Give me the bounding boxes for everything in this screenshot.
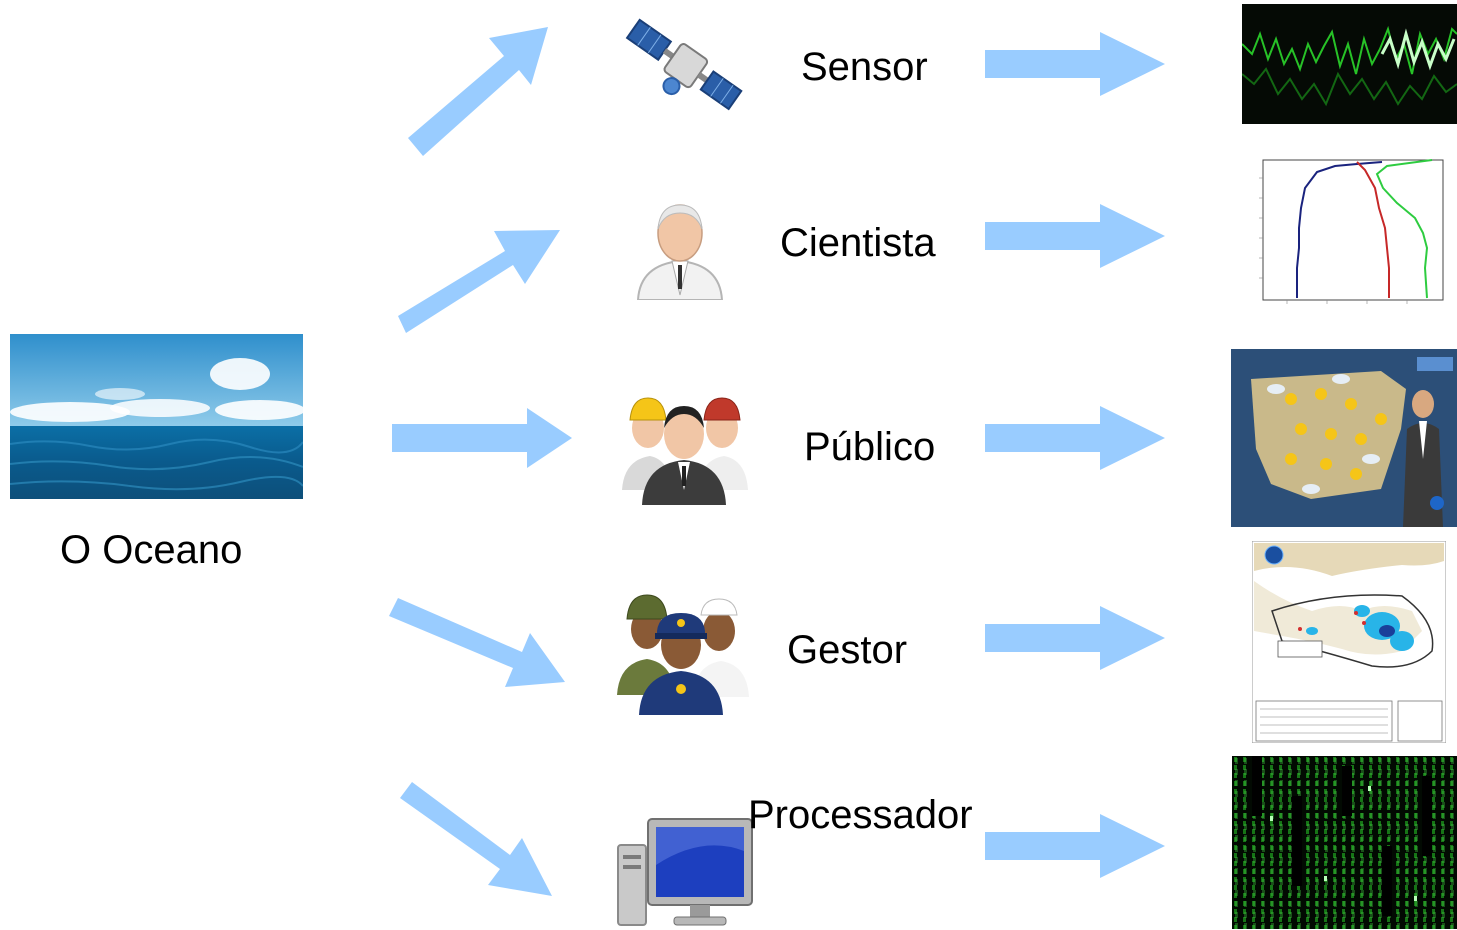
actor-label-gestor: Gestor — [787, 628, 908, 672]
weather-forecast-thumbnail — [1231, 349, 1457, 527]
output-arrows — [980, 0, 1180, 930]
satellite-icon — [620, 10, 750, 120]
arrow-sensor-output — [985, 32, 1165, 96]
actor-label-cientista: Cientista — [780, 221, 936, 265]
profile-plot-thumbnail — [1237, 148, 1457, 320]
computer-icon — [612, 815, 762, 929]
matrix-code-thumbnail — [1232, 756, 1457, 929]
arrow-publico-output — [985, 406, 1165, 470]
actor-label-sensor: Sensor — [801, 45, 928, 89]
public-group-icon — [620, 380, 750, 505]
arrow-cientista-output — [985, 204, 1165, 268]
actor-label-publico: Público — [804, 425, 936, 469]
scientist-icon — [630, 195, 730, 300]
ocean-image — [10, 334, 303, 499]
arrow-gestor-output — [985, 606, 1165, 670]
actor-label-processador: Processador — [748, 793, 973, 837]
manager-group-icon — [615, 585, 750, 715]
spill-map-thumbnail — [1252, 541, 1446, 743]
signal-waveform-thumbnail — [1242, 4, 1457, 124]
arrow-processador-output — [985, 814, 1165, 878]
ocean-label: O Oceano — [60, 528, 243, 572]
